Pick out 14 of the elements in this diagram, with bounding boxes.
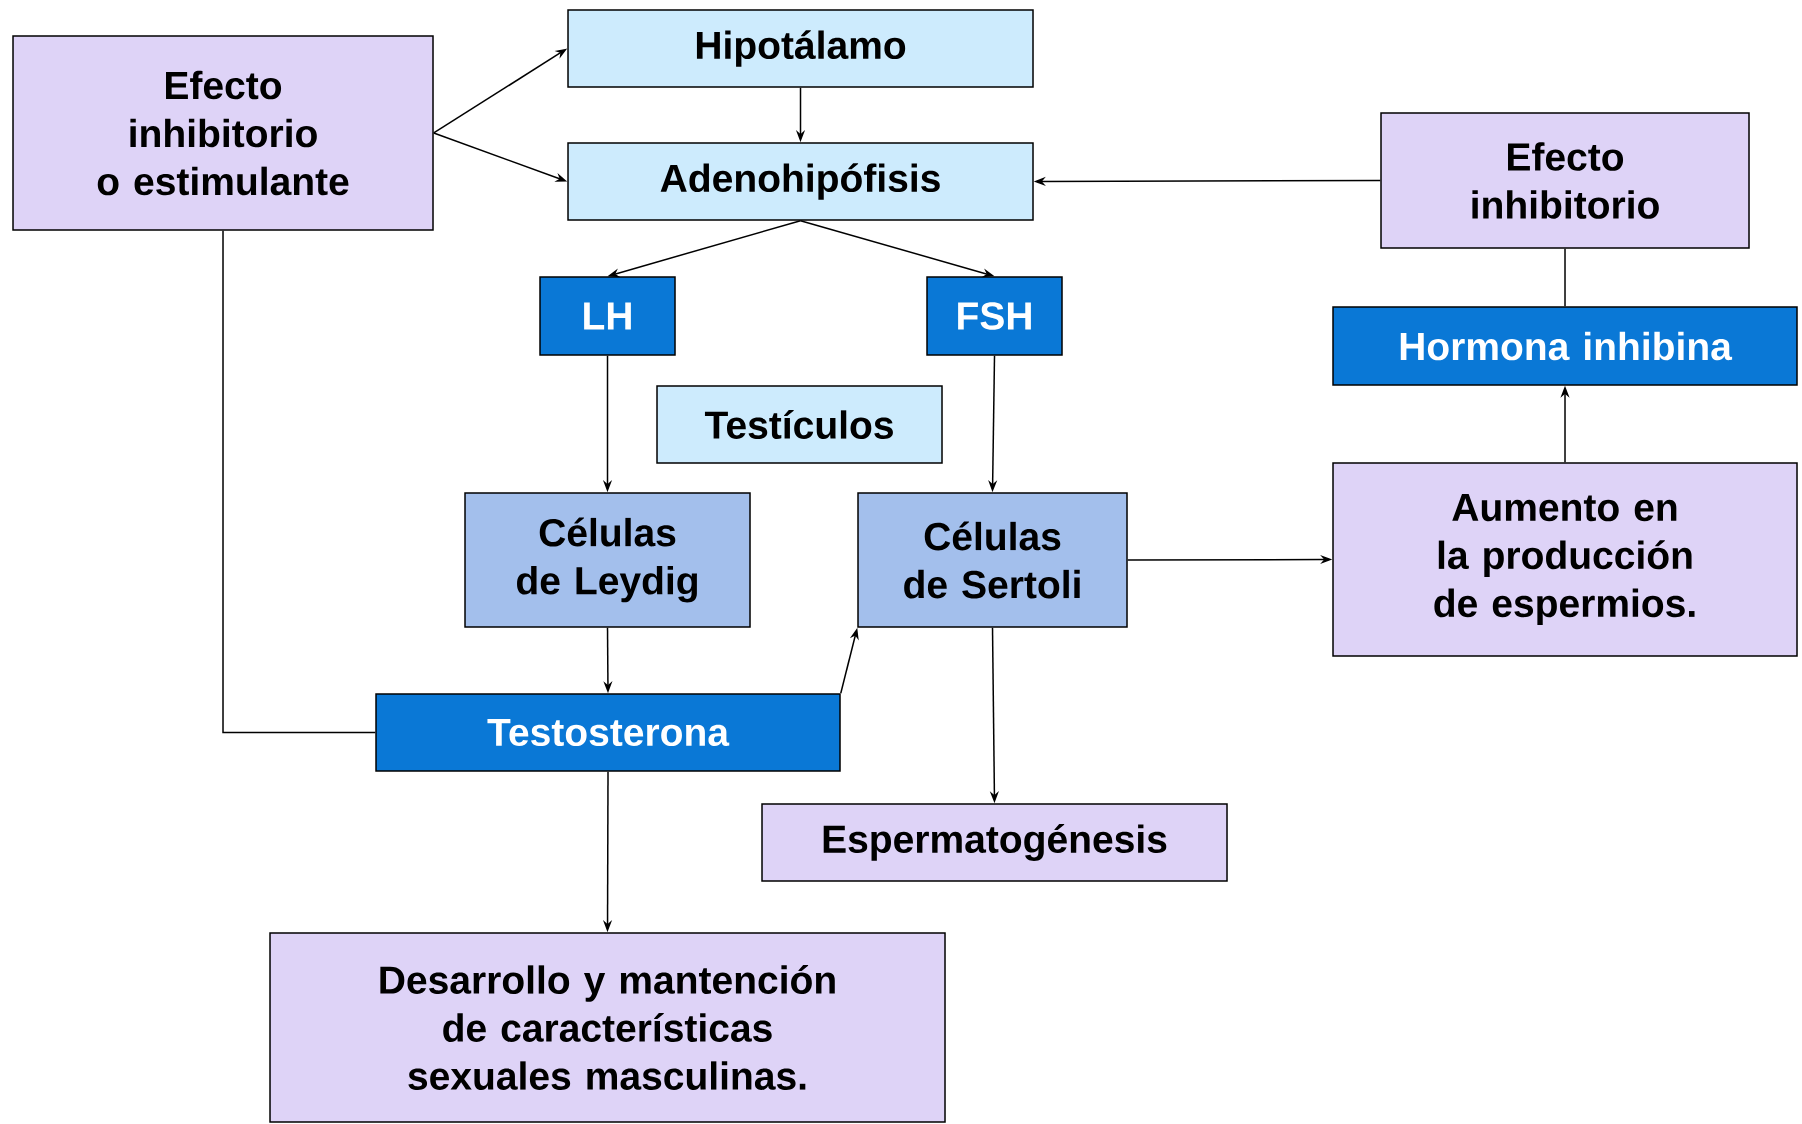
- process-box: Desarrollo y mantención de características sexuales masculinas.: [269, 932, 946, 1123]
- cell-box: Células de Sertoli: [857, 492, 1128, 628]
- hormone-box: LH: [539, 276, 676, 356]
- process-box: Espermatogénesis: [761, 803, 1228, 882]
- organ-box: Testículos: [656, 385, 943, 464]
- organ-box: Adenohipófisis: [567, 142, 1034, 221]
- organ-box: Hipotálamo: [567, 9, 1034, 88]
- hormone-box: FSH: [926, 276, 1063, 356]
- process-box: Efecto inhibitorio: [1380, 112, 1750, 249]
- process-box: Aumento en la producción de espermios.: [1332, 462, 1798, 657]
- hormone-box: Testosterona: [375, 693, 841, 772]
- cell-box: Células de Leydig: [464, 492, 751, 628]
- process-box: Efecto inhibitorio o estimulante: [12, 35, 434, 231]
- hormone-box: Hormona inhibina: [1332, 306, 1798, 386]
